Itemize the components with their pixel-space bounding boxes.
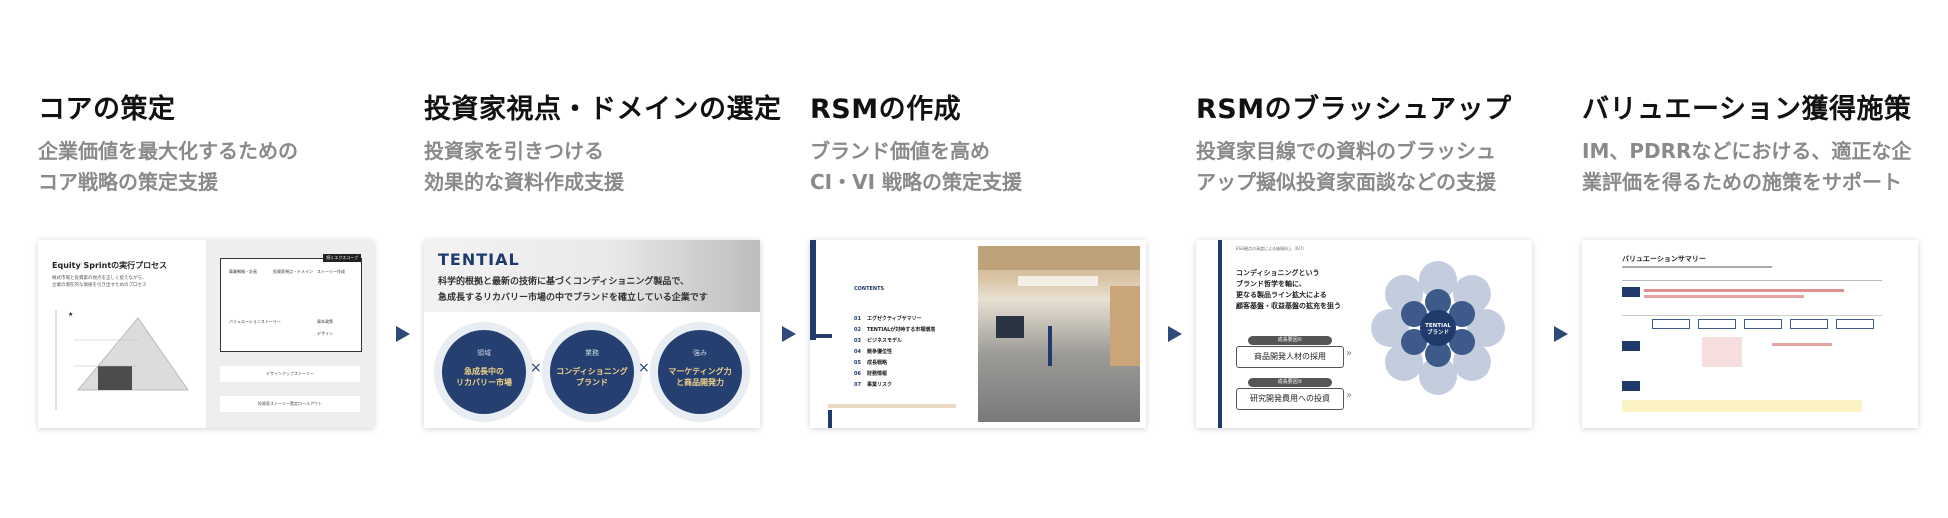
arrow-right-icon <box>1168 326 1182 342</box>
contents-label: CONTENTS <box>854 286 884 292</box>
slide-header: ESG観点の高度による価値向上（6/7） <box>1236 246 1306 252</box>
card-heading: Equity Sprintの実行プロセス <box>52 260 167 271</box>
card-tential-positioning[interactable]: TENTIAL 科学的根拠と最新の技術に基づくコンディショニング製品で、 急成長… <box>424 240 760 428</box>
step-title: バリュエーション獲得施策 <box>1582 87 1911 126</box>
times-icon: × <box>638 360 650 376</box>
brand-hub-diagram: TENTIAL ブランド <box>1358 250 1528 420</box>
process-bar: デザインアップストーリー <box>220 366 360 382</box>
office-photo <box>978 246 1140 422</box>
card-valuation-summary[interactable]: バリュエーションサマリー <box>1582 240 1918 428</box>
step-description: 投資家目線での資料のブラッシュアップ擬似投資家面談などの支援 <box>1196 136 1496 198</box>
step-title: 投資家視点・ドメインの選定 <box>424 87 782 126</box>
arrow-right-icon <box>396 326 410 342</box>
step-title: RSMのブラッシュアップ <box>1196 87 1512 126</box>
step-description: IM、PDRRなどにおける、適正な企業評価を得るための施策をサポート <box>1582 136 1911 198</box>
step-title: RSMの作成 <box>810 87 961 126</box>
feature-circle: 強み マーケティング力 と商品開発力 <box>658 330 742 414</box>
star-icon: ★ <box>68 311 73 318</box>
svg-text:ブランド: ブランド <box>1427 328 1449 336</box>
pyramid-diagram: ★ <box>38 300 206 420</box>
growth-factor-button[interactable]: 研究開発費用への投資 <box>1236 388 1344 410</box>
step-description: 企業価値を最大化するためのコア戦略の策定支援 <box>38 136 298 198</box>
card-brand-growth[interactable]: ESG観点の高度による価値向上（6/7） コンディショニングという ブランド哲学… <box>1196 240 1532 428</box>
step-title: コアの策定 <box>38 87 176 126</box>
growth-factor-button[interactable]: 商品開発人材の採用 <box>1236 346 1344 368</box>
svg-text:TENTIAL: TENTIAL <box>1425 323 1451 329</box>
process-bar: 投資家ストーリー策定ロールアウト <box>220 396 360 412</box>
scope-tag: 続くエクスコープ <box>323 254 361 262</box>
feature-circle: 業務 コンディショニング ブランド <box>550 330 634 414</box>
card-equity-sprint[interactable]: Equity Sprintの実行プロセス 株式市場と投資家の視点を正しく捉えなが… <box>38 240 374 428</box>
feature-circle: 領域 急成長中の リカバリー市場 <box>442 330 526 414</box>
step-description: 投資家を引きつける効果的な資料作成支援 <box>424 136 624 198</box>
brand-logo: TENTIAL <box>438 250 520 269</box>
times-icon: × <box>530 360 542 376</box>
arrow-right-icon <box>1554 326 1568 342</box>
slide-title: バリュエーションサマリー <box>1622 254 1706 264</box>
arrow-right-icon <box>782 326 796 342</box>
